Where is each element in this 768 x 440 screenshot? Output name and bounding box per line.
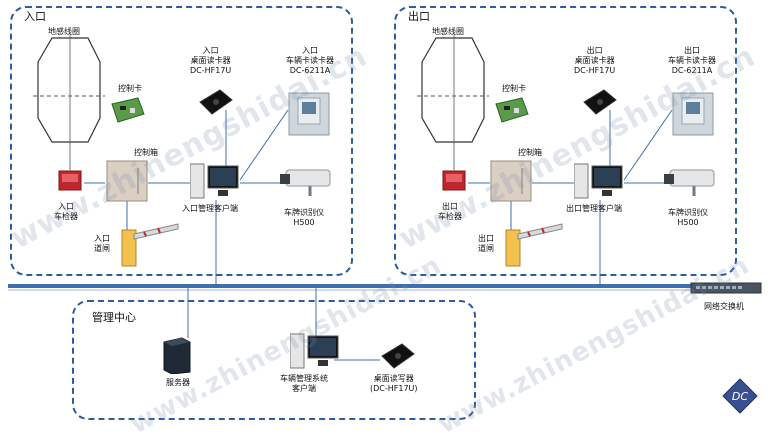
desktop-writer-icon <box>380 342 416 370</box>
exit-controller-card-icon <box>494 96 530 124</box>
exit-client-label: 出口管理客户端 <box>566 204 622 213</box>
exit-barrier-gate-icon <box>504 222 564 268</box>
exit-barrier-label: 出口道闸 <box>478 234 494 253</box>
management-center-title: 管理中心 <box>90 309 138 325</box>
server-label: 服务器 <box>166 378 190 387</box>
connection-lines <box>8 35 722 361</box>
entrance-vehicle-card-reader-icon <box>288 92 330 136</box>
entrance-controller-card-icon <box>110 96 146 124</box>
entrance-control-box-label: 控制箱 <box>134 148 158 157</box>
exit-control-box-label: 控制箱 <box>518 148 542 157</box>
management-client-label: 车辆管理系统客户端 <box>280 374 328 393</box>
entrance-client-label: 入口管理客户端 <box>182 204 238 213</box>
exit-vehicle-detector-icon <box>442 168 468 192</box>
exit-vehicle-detector-label: 出口车检器 <box>438 202 462 221</box>
entrance-barrier-label: 入口道闸 <box>94 234 110 253</box>
entrance-controller-card-label: 控制卡 <box>118 84 142 93</box>
management-center-zone <box>72 300 476 420</box>
exit-camera-icon <box>662 166 718 198</box>
dc-logo: DC <box>722 378 758 414</box>
exit-title: 出口 <box>406 8 432 24</box>
exit-desktop-reader-icon <box>582 88 618 116</box>
network-switch-icon <box>690 280 762 294</box>
exit-controller-card-label: 控制卡 <box>502 84 526 93</box>
entrance-vehicle-detector-label: 入口车检器 <box>54 202 78 221</box>
svg-text:DC: DC <box>732 390 748 403</box>
entrance-loop-label: 地感线圈 <box>48 27 80 36</box>
exit-vehicle-card-reader-icon <box>672 92 714 136</box>
entrance-barrier-gate-icon <box>120 222 180 268</box>
entrance-title: 入口 <box>22 8 48 24</box>
entrance-loop-coil <box>37 37 101 143</box>
exit-loop-label: 地感线圈 <box>432 27 464 36</box>
exit-client-computer-icon <box>573 160 626 200</box>
entrance-client-computer-icon <box>189 160 242 200</box>
exit-control-box-icon <box>490 160 532 202</box>
server-icon <box>162 336 192 375</box>
entrance-zone <box>10 6 353 276</box>
management-client-computer-icon <box>289 330 342 370</box>
network-switch-label: 网络交换机 <box>704 302 744 311</box>
entrance-control-box-icon <box>106 160 148 202</box>
entrance-camera-icon <box>278 166 334 198</box>
desktop-writer-label: 桌面读写器(DC-HF17U) <box>370 374 418 393</box>
entrance-vehicle-detector-icon <box>58 168 84 192</box>
exit-zone <box>394 6 737 276</box>
exit-loop-coil <box>421 37 485 143</box>
entrance-desktop-reader-icon <box>198 88 234 116</box>
